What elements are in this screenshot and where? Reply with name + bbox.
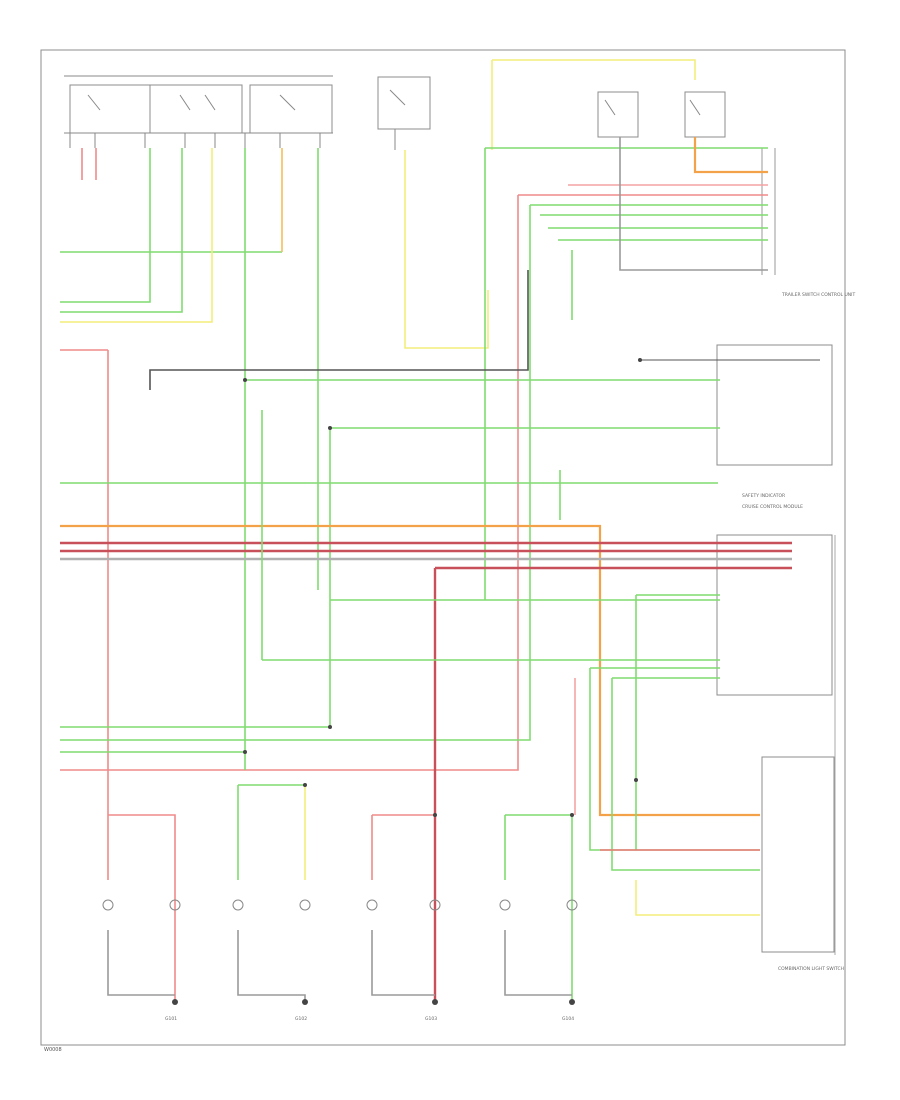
footer-code: W0008 xyxy=(44,1047,62,1053)
top-center-relay xyxy=(377,76,431,150)
diagram-border xyxy=(40,49,846,1046)
cruise-module-box xyxy=(716,534,833,696)
bottom-ground-4: G104 xyxy=(562,1016,574,1022)
trailer-connector-block xyxy=(761,148,776,275)
bottom-ground-1: G101 xyxy=(165,1016,177,1022)
bottom-ground-3: G103 xyxy=(425,1016,437,1022)
trailer-module-label: TRAILER SWITCH CONTROL UNIT xyxy=(781,292,855,298)
safety-indicator-label: SAFETY INDICATOR xyxy=(742,493,785,499)
top-switch-box xyxy=(64,75,333,148)
safety-indicator-box xyxy=(716,344,833,466)
trailer-relays xyxy=(597,91,726,138)
lamp-row xyxy=(102,899,578,911)
bottom-ground-2: G102 xyxy=(295,1016,307,1022)
combination-switch-label: COMBINATION LIGHT SWITCH xyxy=(778,966,844,972)
cruise-control-label: CRUISE CONTROL MODULE xyxy=(742,504,803,510)
combination-switch-box xyxy=(761,756,835,953)
